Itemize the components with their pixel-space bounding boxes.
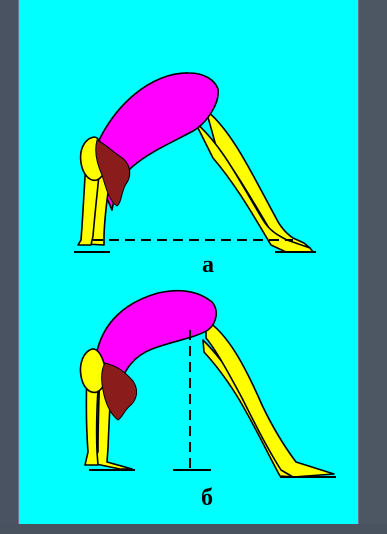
figure-b-bridge [80,291,336,477]
gymnastics-illustration [19,0,358,524]
figure-label-a: а [202,253,214,277]
figure-label-b: б [201,486,213,510]
figure-a-bridge [74,73,316,252]
bottom-frame-strip [0,524,387,534]
illustration-panel: а б [18,0,359,524]
left-frame-strip [0,0,18,534]
right-frame-strip [357,0,387,534]
